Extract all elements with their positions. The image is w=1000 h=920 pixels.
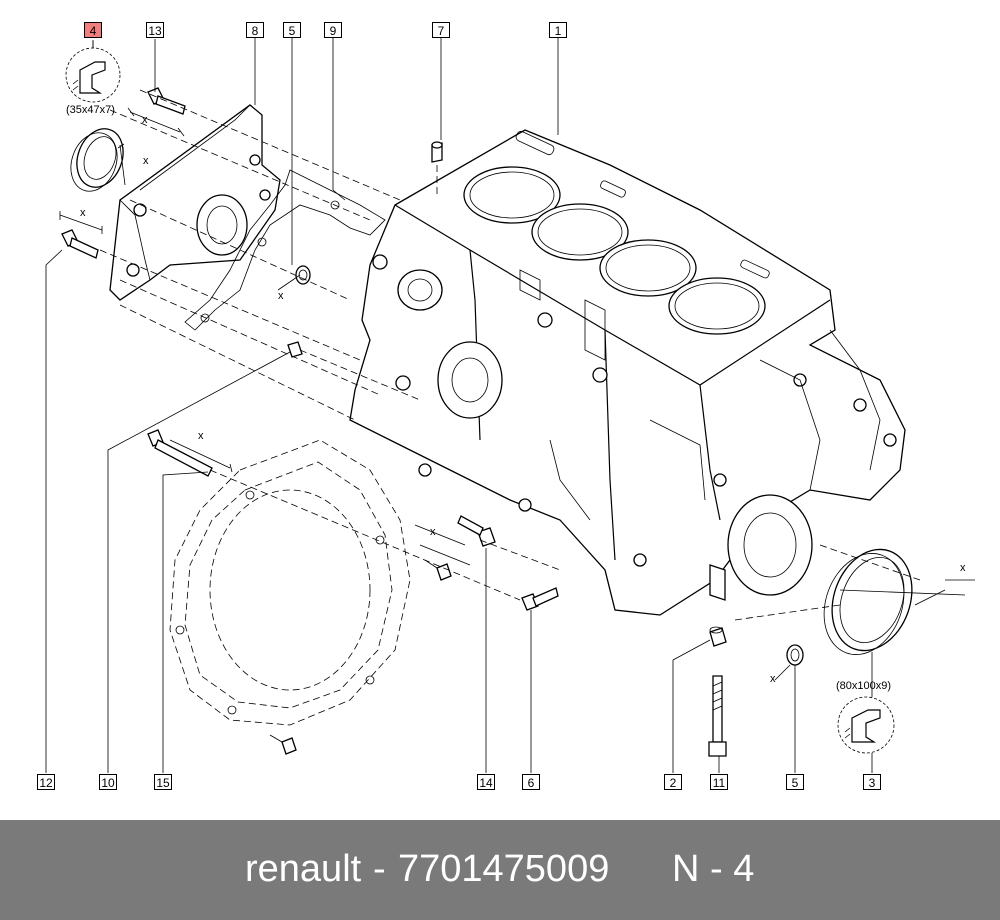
callout-7: 7	[432, 22, 450, 38]
engine-block-exploded-view	[45, 38, 975, 773]
callout-4: 4	[84, 22, 102, 38]
flywheel-housing-outline	[169, 439, 411, 726]
part-info-footer: renault - 7701475009 N - 4	[0, 820, 1000, 920]
callout-2: 2	[664, 774, 682, 790]
x-mark: x	[143, 155, 149, 167]
callout-1: 1	[549, 22, 567, 38]
x-mark: x	[960, 562, 966, 574]
x-mark: x	[278, 290, 284, 302]
flywheel-housing-bolts	[269, 559, 452, 755]
callout-8: 8	[246, 22, 264, 38]
leader-lines	[45, 38, 873, 773]
part-7-stud	[431, 141, 443, 195]
part-14-bolt	[457, 515, 496, 547]
callout-12: 12	[37, 774, 55, 790]
part-4-oil-seal-small	[65, 40, 124, 192]
x-mark: x	[80, 207, 86, 219]
brand-name: renault	[245, 848, 362, 890]
callout-11: 11	[710, 774, 728, 790]
x-mark: x	[430, 526, 436, 538]
cylinder-block	[349, 129, 906, 616]
part-6-bolt	[521, 587, 559, 611]
callout-5-upper: 5	[283, 22, 301, 38]
part-10-dowel	[287, 341, 303, 358]
seal-large-size-label: (80x100x9)	[836, 680, 892, 692]
x-mark: x	[198, 430, 204, 442]
callout-9: 9	[324, 22, 342, 38]
part-11-stud	[708, 675, 727, 757]
reference-number: N - 4	[672, 848, 755, 890]
seal-small-size-label: (35x47x7)	[66, 104, 115, 116]
callout-6: 6	[522, 774, 540, 790]
x-mark: x	[142, 114, 148, 126]
part-number: 7701475009	[398, 848, 610, 890]
part-15-bolt	[147, 429, 213, 477]
separator: -	[373, 848, 386, 890]
callout-14: 14	[477, 774, 495, 790]
dimension-marks	[59, 107, 975, 681]
part-2-dowel	[709, 626, 727, 647]
callout-3: 3	[863, 774, 881, 790]
part-3-oil-seal-large	[823, 548, 913, 754]
part-5-plug-upper	[295, 265, 311, 285]
x-mark: x	[770, 673, 776, 685]
callout-13: 13	[146, 22, 164, 38]
assembly-dashed-lines	[99, 89, 921, 621]
part-12-bolt	[61, 229, 99, 259]
callout-15: 15	[154, 774, 172, 790]
part-5-plug-lower	[786, 644, 804, 666]
part-8-timing-cover	[109, 104, 281, 301]
part-9-gasket	[184, 169, 386, 331]
callout-5-lower: 5	[786, 774, 804, 790]
callout-10: 10	[99, 774, 117, 790]
